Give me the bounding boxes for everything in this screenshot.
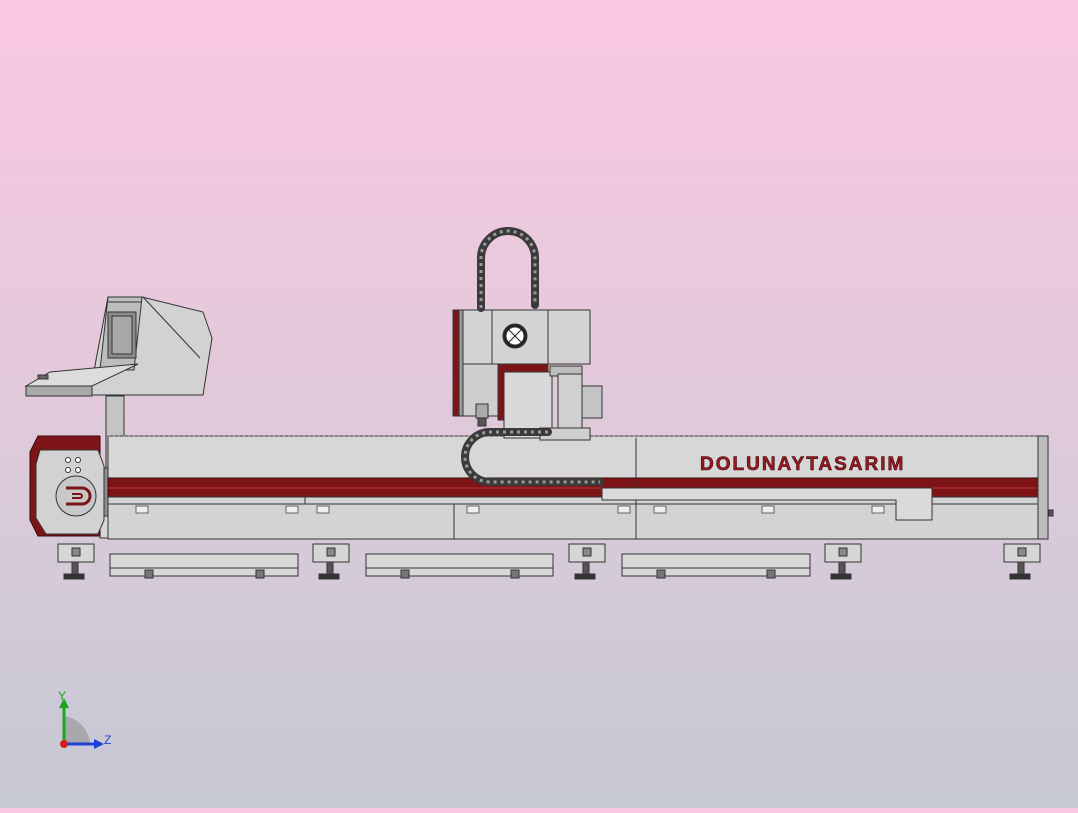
cable-chain-vertical-links <box>479 229 537 308</box>
axis-y-label: Y <box>58 689 66 703</box>
cable-chain-vertical <box>477 227 539 312</box>
spindle-head <box>452 309 603 441</box>
triad-icon: Y Z <box>58 689 111 749</box>
brand-label: DOLUNAYTASARIM <box>700 454 905 475</box>
control-panel-pendant <box>24 296 213 539</box>
cable-chain-horizontal-links <box>463 430 600 484</box>
axis-z-label: Z <box>104 733 111 747</box>
machine-bed <box>107 435 1054 540</box>
drive-housing <box>29 435 105 537</box>
logo-emblem-icon <box>66 486 92 506</box>
fan-icon <box>502 323 528 349</box>
lower-rails <box>109 553 811 579</box>
support-legs <box>57 543 1041 580</box>
